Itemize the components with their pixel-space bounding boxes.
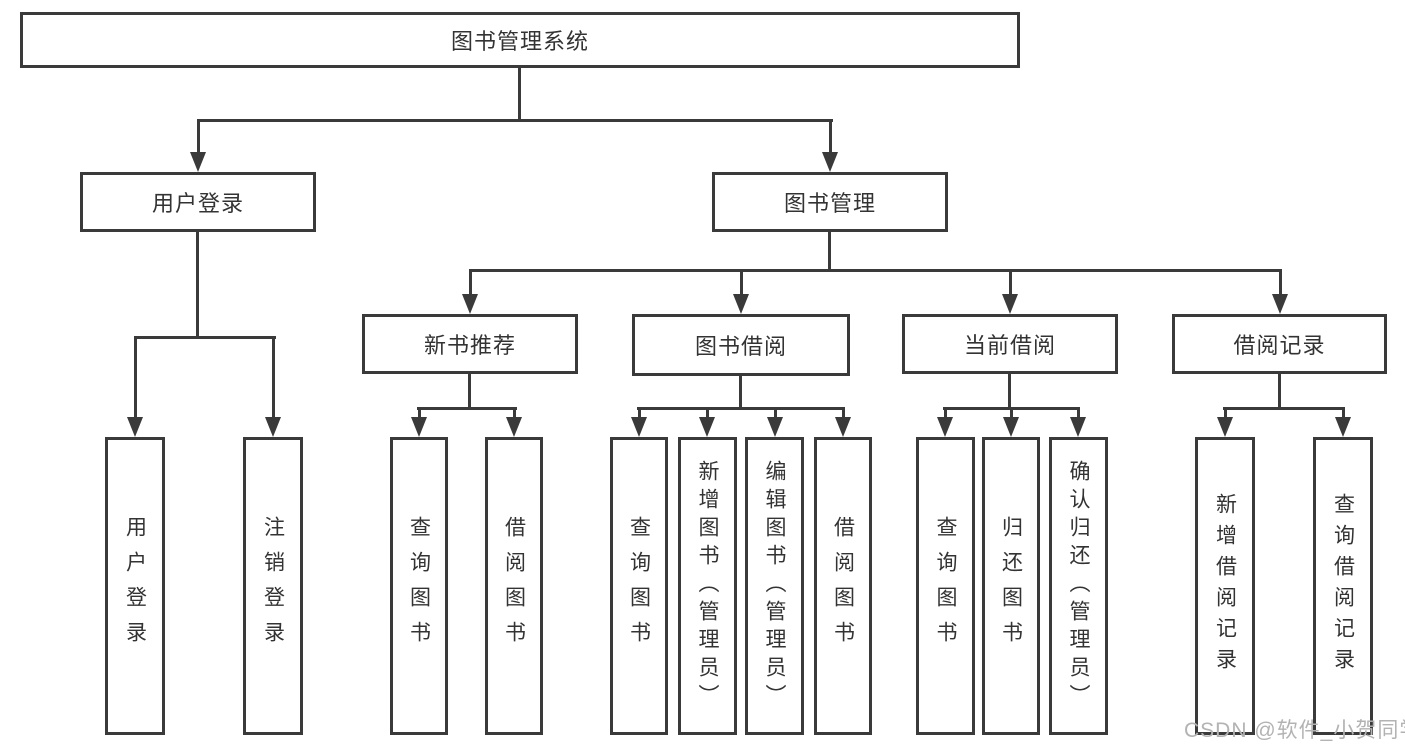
node-new-book-recommendation: 新书推荐 — [362, 314, 578, 374]
leaf-confirm-return-admin: 确认归还（管理员） — [1049, 437, 1108, 735]
arrow-down-icon — [411, 407, 427, 437]
leaf-label: 新增借阅记录 — [1213, 493, 1237, 679]
arrow-down-icon — [767, 407, 783, 437]
leaf-query-books-current: 查询图书 — [916, 437, 975, 735]
connector-book-mgmt-rail — [469, 269, 1282, 272]
leaf-label: 查询图书 — [627, 516, 651, 656]
arrow-down-icon — [1002, 269, 1018, 314]
connector-current-stem — [1008, 374, 1011, 409]
arrow-down-icon — [937, 407, 953, 437]
connector-records-rail — [1223, 407, 1345, 410]
leaf-label: 新增图书（管理员） — [696, 460, 719, 712]
connector-user-login-rail — [134, 336, 276, 339]
node-book-management: 图书管理 — [712, 172, 948, 232]
connector-book-mgmt-stem — [828, 232, 831, 271]
leaf-label: 查询图书 — [407, 516, 431, 656]
arrow-down-icon — [265, 336, 281, 437]
connector-root-rail — [197, 119, 833, 122]
leaf-label: 注销登录 — [261, 516, 285, 656]
leaf-label: 借阅图书 — [502, 516, 526, 656]
connector-records-stem — [1278, 374, 1281, 409]
leaf-query-books-borrowing: 查询图书 — [610, 437, 668, 735]
arrow-down-icon — [1272, 269, 1288, 314]
leaf-query-borrow-record: 查询借阅记录 — [1313, 437, 1373, 735]
leaf-label: 编辑图书（管理员） — [763, 460, 786, 712]
leaf-logout: 注销登录 — [243, 437, 303, 735]
arrow-down-icon — [1070, 407, 1086, 437]
connector-borrowing-stem — [739, 376, 742, 409]
node-label: 借阅记录 — [1233, 333, 1326, 358]
leaf-label: 查询借阅记录 — [1331, 493, 1355, 679]
leaf-label: 查询图书 — [934, 516, 957, 656]
node-label: 图书管理 — [783, 191, 876, 216]
leaf-borrow-books-recommend: 借阅图书 — [485, 437, 543, 735]
arrow-down-icon — [631, 407, 647, 437]
leaf-query-books-recommend: 查询图书 — [390, 437, 448, 735]
node-label: 当前借阅 — [963, 333, 1056, 358]
leaf-label: 归还图书 — [999, 516, 1023, 656]
arrow-down-icon — [127, 336, 143, 437]
arrow-down-icon — [699, 407, 715, 437]
arrow-down-icon — [506, 407, 522, 437]
node-label: 图书管理系统 — [450, 29, 589, 54]
node-current-borrowing: 当前借阅 — [902, 314, 1118, 374]
arrow-down-icon — [1335, 407, 1351, 437]
node-label: 新书推荐 — [423, 333, 516, 358]
arrow-down-icon — [1217, 407, 1233, 437]
arrow-down-icon — [733, 269, 749, 314]
leaf-borrow-books: 借阅图书 — [814, 437, 872, 735]
node-library-management-system: 图书管理系统 — [20, 12, 1020, 68]
node-label: 用户登录 — [151, 191, 244, 216]
node-book-borrowing: 图书借阅 — [632, 314, 850, 376]
leaf-label: 确认归还（管理员） — [1067, 460, 1090, 712]
leaf-label: 用户登录 — [123, 516, 147, 656]
node-borrowing-records: 借阅记录 — [1172, 314, 1387, 374]
leaf-add-books-admin: 新增图书（管理员） — [678, 437, 737, 735]
node-user-login: 用户登录 — [80, 172, 316, 232]
csdn-watermark: CSDN @软件_小贺同学 — [1184, 719, 1405, 742]
connector-user-login-stem — [196, 232, 199, 338]
arrow-down-icon — [822, 119, 838, 172]
connector-root-stem — [518, 67, 521, 121]
leaf-edit-books-admin: 编辑图书（管理员） — [745, 437, 804, 735]
arrow-down-icon — [190, 119, 206, 172]
connector-recommend-stem — [468, 374, 471, 409]
arrow-down-icon — [462, 269, 478, 314]
leaf-return-books: 归还图书 — [982, 437, 1040, 735]
leaf-add-borrow-record: 新增借阅记录 — [1195, 437, 1255, 735]
leaf-label: 借阅图书 — [831, 516, 855, 656]
node-label: 图书借阅 — [694, 334, 787, 359]
connector-recommend-rail — [417, 407, 517, 410]
arrow-down-icon — [835, 407, 851, 437]
leaf-user-login: 用户登录 — [105, 437, 165, 735]
arrow-down-icon — [1003, 407, 1019, 437]
connector-borrowing-rail — [637, 407, 845, 410]
